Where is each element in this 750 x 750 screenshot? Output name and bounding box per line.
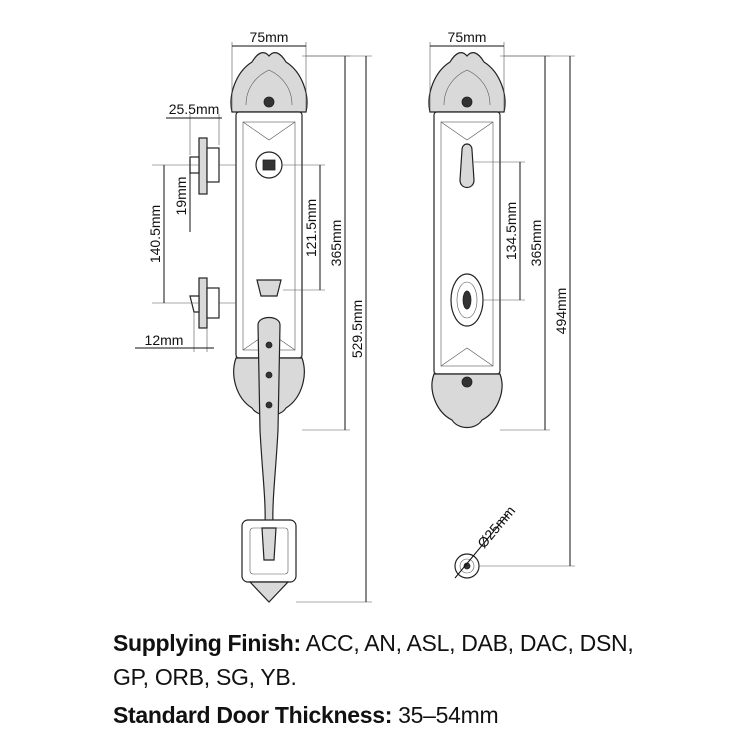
back-bottom-ornament [431,373,503,429]
finish-label: Supplying Finish: [113,630,301,656]
back-thumb-turn [459,143,475,189]
front-keyway [262,159,276,171]
back-plate-assembly [428,52,509,579]
back-width-label: 75mm [448,29,487,45]
front-top-ornament-dot [263,96,275,108]
front-crown-ornament [230,52,308,113]
finish-value-line1: ACC, AN, ASL, DAB, DAC, DSN, [300,630,634,656]
side-view [189,137,236,329]
front-plate-height-label: 365mm [328,220,344,267]
front-handle-grip [257,316,281,526]
deadbolt-faceplate [198,137,208,195]
finish-spec-line2: GP, ORB, SG, YB. [113,660,713,694]
latch-projection-label: 12mm [145,332,184,348]
finish-value-line2: GP, ORB, SG, YB. [113,664,297,690]
dimension-lines [135,42,575,603]
back-plate-height-label: 365mm [528,220,544,267]
front-width-label: 75mm [250,29,289,45]
front-handleset [230,52,308,603]
front-thumb-piece [256,279,282,297]
back-crown-ornament [428,52,506,113]
deadbolt-projection-label: 19mm [173,177,189,216]
latch-faceplate [198,277,208,329]
thickness-label: Standard Door Thickness: [113,702,393,728]
thickness-value: 35–54mm [392,702,499,728]
back-hole-spacing-label: 134.5mm [503,202,519,260]
spindle-diameter-label: Ø25mm [474,503,518,551]
latch-spacing-label: 140.5mm [147,205,163,263]
deadbolt-body [206,147,220,183]
finish-spec-line: Supplying Finish: ACC, AN, ASL, DAB, DAC… [113,626,713,660]
thickness-spec-line: Standard Door Thickness: 35–54mm [113,698,713,732]
front-hole-spacing-label: 121.5mm [303,199,319,257]
latch-bolt [189,295,200,313]
lockset-technical-drawing: 75mm 75mm 25.5mm 19mm 140.5mm 12mm 121.5… [135,29,575,603]
latch-body [206,287,220,319]
front-total-height-label: 529.5mm [349,300,365,358]
back-total-height-label: 494mm [553,288,569,335]
deadbolt-backset-label: 25.5mm [169,101,220,117]
